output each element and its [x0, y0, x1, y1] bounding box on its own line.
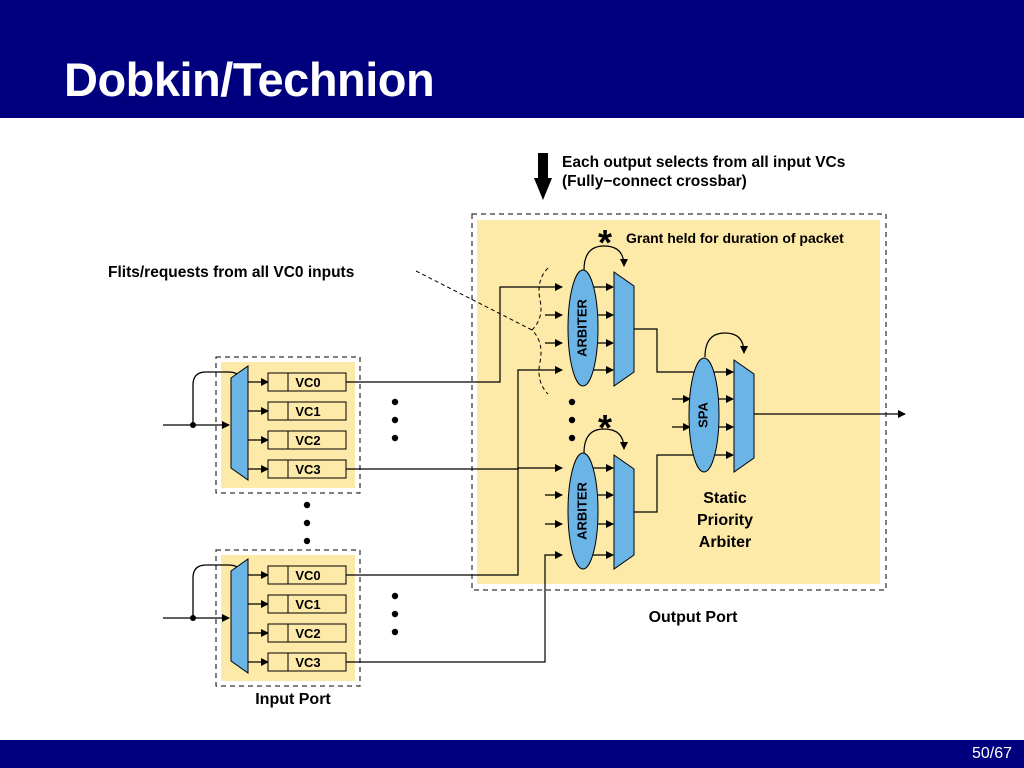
input-port-2-box: [215, 549, 361, 687]
top-note-line1: Each output selects from all input VCs: [562, 154, 845, 171]
final-output-mux: [733, 359, 755, 473]
ellipsis-dots: [303, 398, 576, 636]
slide-title: Dobkin/Technion: [64, 53, 435, 106]
vc-buffer-p2-vc2: VC2: [267, 623, 347, 643]
vc-buffer-p2-vc3: VC3: [267, 652, 347, 672]
grant-note: Grant held for duration of packet: [626, 230, 844, 246]
down-arrow-icon: [534, 153, 552, 200]
input-port-1: VC0 VC1 VC2 VC3: [163, 365, 347, 481]
arbiter-bottom: ARBITER: [567, 428, 635, 570]
vc-label: VC1: [295, 597, 320, 612]
top-note-line2: (Fully−connect crossbar): [562, 173, 747, 190]
vc-label: VC3: [295, 462, 320, 477]
vc-buffer-p1-vc0: VC0: [267, 372, 347, 392]
vc-buffer-p1-vc3: VC3: [267, 459, 347, 479]
arbiter-bottom-label: ARBITER: [574, 482, 589, 540]
slide-header: [0, 0, 1024, 118]
input-demux-1: [230, 365, 249, 481]
input-port-label: Input Port: [255, 691, 331, 708]
vc-label: VC3: [295, 655, 320, 670]
spa-arbiter: SPA: [688, 332, 906, 473]
output-port-fill: [477, 220, 880, 584]
vc-label: VC1: [295, 404, 320, 419]
input-port-1-box: [215, 356, 361, 494]
input-port-2: VC0 VC1 VC2 VC3: [163, 558, 347, 674]
flits-label: Flits/requests from all VC0 inputs: [108, 264, 354, 281]
vc-buffer-p2-vc0: VC0: [267, 565, 347, 585]
crossbar-wires: [346, 283, 614, 663]
output-mux-bottom: [613, 454, 635, 570]
grant-star: *: [598, 222, 612, 263]
output-port-box: [471, 213, 887, 591]
static-arbiter-label-3: Arbiter: [699, 534, 751, 551]
vc-label: VC2: [295, 626, 320, 641]
lower-star: *: [598, 407, 612, 448]
page-number: 50/67: [971, 745, 1012, 762]
arbiter-top: ARBITER: [567, 245, 635, 387]
flits-leader-line: [415, 270, 533, 331]
output-port-label: Output Port: [649, 609, 739, 626]
arbiter-top-label: ARBITER: [574, 299, 589, 357]
vc-label: VC0: [295, 375, 320, 390]
vc-label: VC2: [295, 433, 320, 448]
input-brace: [531, 267, 549, 395]
slide-footer: [0, 740, 1024, 768]
spa-label: SPA: [695, 402, 710, 428]
vc-buffer-p1-vc1: VC1: [267, 401, 347, 421]
static-arbiter-label-2: Priority: [697, 512, 753, 529]
vc-label: VC0: [295, 568, 320, 583]
input-demux-2: [230, 558, 249, 674]
vc-buffer-p1-vc2: VC2: [267, 430, 347, 450]
vc-buffer-p2-vc1: VC1: [267, 594, 347, 614]
output-mux-top: [613, 271, 635, 387]
static-arbiter-label-1: Static: [703, 490, 747, 507]
